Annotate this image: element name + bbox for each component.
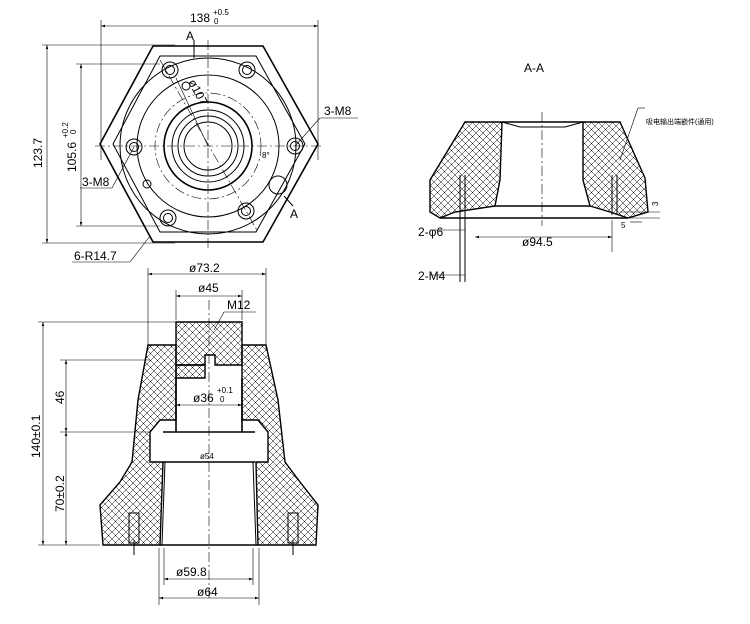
height-dim: 123.7 (31, 138, 45, 168)
section-view (429, 107, 660, 282)
inner-height-tol-lower: 0 (69, 129, 78, 134)
thread-top: M12 (227, 298, 251, 312)
top-view (42, 20, 358, 263)
hole-circle-dia: ø107 (185, 77, 210, 108)
dia-36-tol-upper: +0.1 (217, 386, 233, 395)
inner-height-tol-upper: +0.2 (61, 122, 70, 138)
outer-dia: ø94.5 (522, 235, 553, 249)
dia-73: ø73.2 (189, 261, 220, 275)
pin-hole: 2-φ6 (418, 225, 443, 239)
width-tol-lower: 0 (214, 17, 219, 26)
section-mark-top: A (186, 29, 194, 43)
dim-5: 5 (621, 221, 626, 230)
section-note: 吸电输出端嵌件(通用) (646, 117, 714, 126)
section-thread: 2-M4 (418, 269, 446, 283)
dia-45: ø45 (198, 281, 219, 295)
front-view (38, 268, 319, 605)
dim-3: 3 (651, 201, 660, 206)
height-46: 46 (53, 390, 67, 404)
thread-right: 3-M8 (324, 104, 352, 118)
section-title: A-A (524, 61, 544, 75)
corner-radius: 6-R14.7 (74, 249, 117, 263)
width-tol-upper: +0.5 (213, 8, 229, 17)
height-70: 70±0.2 (53, 475, 67, 512)
inner-height-dim: 105.6 (65, 142, 79, 172)
dia-59: ø59.8 (176, 565, 207, 579)
angle-note: 8° (262, 151, 270, 160)
height-total: 140±0.1 (29, 414, 43, 458)
width-dim: 138 (190, 11, 210, 25)
dia-36-tol-lower: 0 (220, 395, 225, 404)
section-mark-bottom: A (290, 207, 298, 221)
dia-64: ø64 (197, 585, 218, 599)
dia-54: ø54 (200, 452, 214, 461)
bolt-holes (125, 61, 304, 227)
thread-left: 3-M8 (82, 175, 110, 189)
dia-36: ø36 (193, 391, 214, 405)
